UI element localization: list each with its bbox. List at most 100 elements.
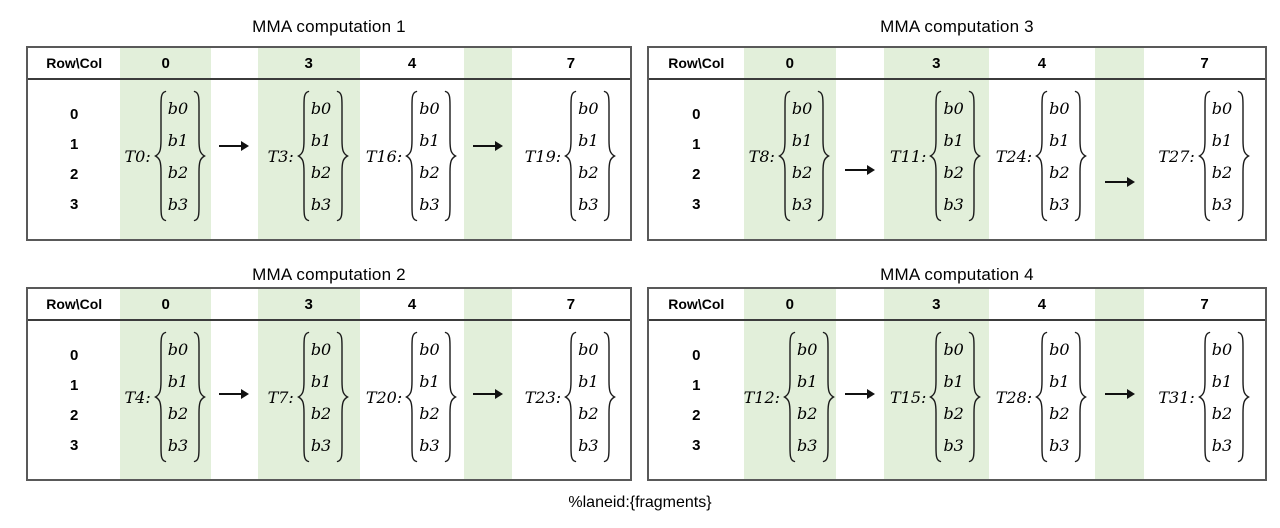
- corner-header: Row\Col: [668, 296, 725, 312]
- row-label: 2: [692, 407, 701, 424]
- row-label: 0: [692, 347, 701, 364]
- thread-fragment: T31: b0 b1 b2 b3: [1144, 321, 1265, 479]
- thread-fragment: T16: b0 b1 b2 b3: [360, 80, 464, 239]
- col-header-3: 3: [304, 54, 313, 72]
- thread-label: T24:: [995, 146, 1033, 166]
- brace-right-icon: [193, 331, 205, 463]
- fragment-value: b2: [167, 163, 189, 182]
- table-body: 0 1 2 3 T4: b0 b1 b2 b3: [28, 321, 630, 479]
- fragment-values: b0 b1 b2 b3: [1211, 332, 1237, 462]
- fragment-value: b0: [1211, 340, 1233, 359]
- brace-right-icon: [969, 331, 981, 463]
- fragment-values: b0 b1 b2 b3: [1048, 91, 1074, 221]
- arrow-right-icon: [473, 141, 504, 151]
- thread-label: T7:: [267, 387, 294, 407]
- panel-title: MMA computation 4: [880, 265, 1034, 284]
- col-header-7: 7: [1200, 54, 1209, 72]
- brace-right-icon: [336, 90, 349, 222]
- col-header-7: 7: [566, 295, 576, 313]
- arrow-right-icon: [1104, 177, 1135, 187]
- fragment-value: b1: [310, 372, 332, 391]
- fragment-values: b0 b1 b2 b3: [796, 332, 822, 462]
- col-header-3: 3: [932, 54, 941, 72]
- row-labels: 0 1 2 3: [28, 321, 120, 479]
- fragment-values: b0 b1 b2 b3: [1211, 91, 1237, 221]
- thread-label: T8:: [748, 146, 775, 166]
- arrow-right-icon: [1104, 389, 1135, 399]
- table-body: 0 1 2 3 T12: b0 b1 b2 b3: [649, 321, 1265, 479]
- fragment-value: b3: [310, 195, 332, 214]
- brace-left-icon: [1198, 331, 1210, 463]
- fragment-value: b0: [1049, 340, 1070, 359]
- table-header-row: Row\Col 0 3 4 7: [28, 48, 630, 80]
- arrow-right-icon: [473, 389, 504, 399]
- thread-label: T16:: [365, 146, 403, 166]
- fragment-value: b3: [578, 195, 599, 214]
- fragment-value: b3: [1211, 436, 1233, 455]
- row-label: 3: [70, 196, 79, 213]
- thread-label: T19:: [524, 146, 562, 166]
- fragment-value: b0: [167, 340, 189, 359]
- thread-fragment: T28: b0 b1 b2 b3: [989, 321, 1096, 479]
- brace-right-icon: [603, 331, 616, 463]
- brace-left-icon: [406, 331, 418, 463]
- col-header-4: 4: [1037, 54, 1047, 72]
- fragment-value: b0: [310, 340, 332, 359]
- thread-fragment: T19: b0 b1 b2 b3: [512, 80, 630, 239]
- fragment-value: b2: [791, 163, 813, 182]
- thread-fragment: T4: b0 b1 b2 b3: [120, 321, 210, 479]
- fragment-value: b2: [167, 404, 189, 423]
- brace-right-icon: [445, 90, 457, 222]
- fragment-value: b3: [419, 195, 440, 214]
- fragment-values: b0 b1 b2 b3: [418, 332, 444, 462]
- brace-left-icon: [1035, 90, 1048, 222]
- fragment-values: b0 b1 b2 b3: [791, 91, 817, 221]
- fragment-value: b0: [791, 99, 813, 118]
- thread-fragment: T3: b0 b1 b2 b3: [258, 80, 360, 239]
- arrow-right-icon: [219, 141, 250, 151]
- col-header-7: 7: [1200, 295, 1209, 313]
- mma-panel-4: MMA computation 4 Row\Col 0 3 4 7 0 1 2 …: [647, 249, 1267, 481]
- brace-left-icon: [154, 331, 166, 463]
- arrow-right-icon: [219, 389, 250, 399]
- brace-left-icon: [564, 90, 577, 222]
- brace-right-icon: [336, 331, 349, 463]
- fragment-value: b0: [1049, 99, 1070, 118]
- row-label: 1: [70, 136, 79, 153]
- fragment-value: b0: [419, 99, 440, 118]
- brace-right-icon: [1074, 90, 1087, 222]
- corner-header: Row\Col: [46, 55, 103, 71]
- fragment-value: b3: [791, 195, 813, 214]
- brace-right-icon: [193, 90, 205, 222]
- row-label: 2: [70, 166, 79, 183]
- fragment-value: b0: [578, 99, 599, 118]
- col-header-0: 0: [785, 295, 794, 313]
- row-labels: 0 1 2 3: [28, 80, 120, 239]
- brace-left-icon: [1198, 90, 1210, 222]
- brace-right-icon: [1237, 331, 1249, 463]
- brace-left-icon: [406, 90, 418, 222]
- fragment-value: b1: [791, 131, 813, 150]
- thread-label: T11:: [890, 146, 927, 166]
- fragment-value: b2: [419, 404, 440, 423]
- row-label: 0: [692, 106, 701, 123]
- fragment-value: b1: [797, 372, 818, 391]
- col-header-7: 7: [566, 54, 576, 72]
- col-header-3: 3: [932, 295, 941, 313]
- fragment-value: b1: [167, 131, 189, 150]
- row-label: 1: [70, 377, 79, 394]
- arrow-right-icon: [844, 165, 875, 175]
- fragment-value: b0: [797, 340, 818, 359]
- thread-label: T12:: [743, 387, 781, 407]
- fragment-values: b0 b1 b2 b3: [167, 332, 193, 462]
- panel-title: MMA computation 3: [880, 17, 1034, 36]
- fragment-value: b0: [167, 99, 189, 118]
- fragment-value: b2: [1049, 404, 1070, 423]
- fragment-value: b3: [943, 436, 964, 455]
- fragment-value: b3: [1049, 436, 1070, 455]
- thread-fragment: T20: b0 b1 b2 b3: [360, 321, 464, 479]
- brace-left-icon: [930, 90, 942, 222]
- table-header-row: Row\Col 0 3 4 7: [649, 289, 1265, 321]
- thread-label: T20:: [365, 387, 403, 407]
- brace-left-icon: [1035, 331, 1048, 463]
